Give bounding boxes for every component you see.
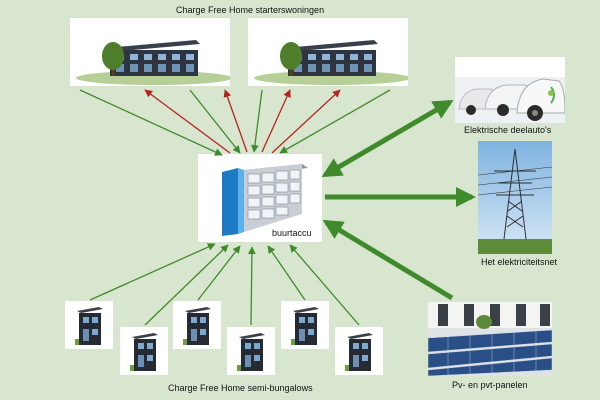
arrow-return	[271, 89, 341, 154]
bungalow-icon	[173, 301, 221, 349]
bungalow-1	[65, 301, 113, 349]
bungalow-icon	[227, 327, 275, 375]
bungalow-3	[173, 301, 221, 349]
electric-car-icon	[455, 57, 566, 123]
grid-photo	[477, 141, 553, 254]
bungalow-icon	[120, 327, 168, 375]
battery-label: buurtaccu	[272, 228, 312, 238]
arrow-bungalow	[197, 245, 241, 301]
bungalow-icon	[65, 301, 113, 349]
arrow-supply	[189, 89, 241, 154]
arrow-return	[144, 89, 231, 154]
panels-label: Pv- en pvt-panelen	[452, 380, 528, 390]
power-pylon-icon	[477, 141, 553, 254]
row-houses-right	[248, 18, 410, 86]
arrow-bungalow	[144, 244, 229, 326]
bungalow-6	[335, 327, 383, 375]
top-title: Charge Free Home starterswoningen	[176, 5, 325, 15]
bungalow-icon	[281, 301, 329, 349]
arrow-bungalow	[267, 245, 306, 301]
arrow-supply	[251, 89, 263, 153]
arrow-bungalow	[89, 243, 216, 301]
arrow-supply	[279, 89, 391, 154]
arrow-return	[261, 89, 291, 153]
bungalow-5	[281, 301, 329, 349]
solar-photo	[427, 302, 553, 377]
bungalow-2	[120, 327, 168, 375]
arrow-bungalow	[289, 244, 360, 326]
cars-photo	[455, 57, 566, 123]
grid-label: Het elektriciteitsnet	[481, 257, 558, 267]
battery-panel	[198, 154, 322, 242]
arrow-bungalow	[248, 246, 256, 326]
solar-panel-icon	[427, 302, 553, 377]
row-houses-left	[70, 18, 232, 86]
battery-rack-icon	[198, 154, 322, 242]
bottom-title: Charge Free Home semi-bungalows	[168, 383, 313, 393]
arrow-return	[223, 89, 248, 153]
bungalow-4	[227, 327, 275, 375]
arrow-from-panels	[322, 219, 454, 301]
bungalow-icon	[335, 327, 383, 375]
arrow-supply	[79, 89, 223, 156]
arrow-to-cars	[321, 99, 454, 178]
row-houses-icon	[248, 18, 410, 86]
cars-label: Elektrische deelauto's	[464, 125, 552, 135]
row-houses-icon	[70, 18, 232, 86]
